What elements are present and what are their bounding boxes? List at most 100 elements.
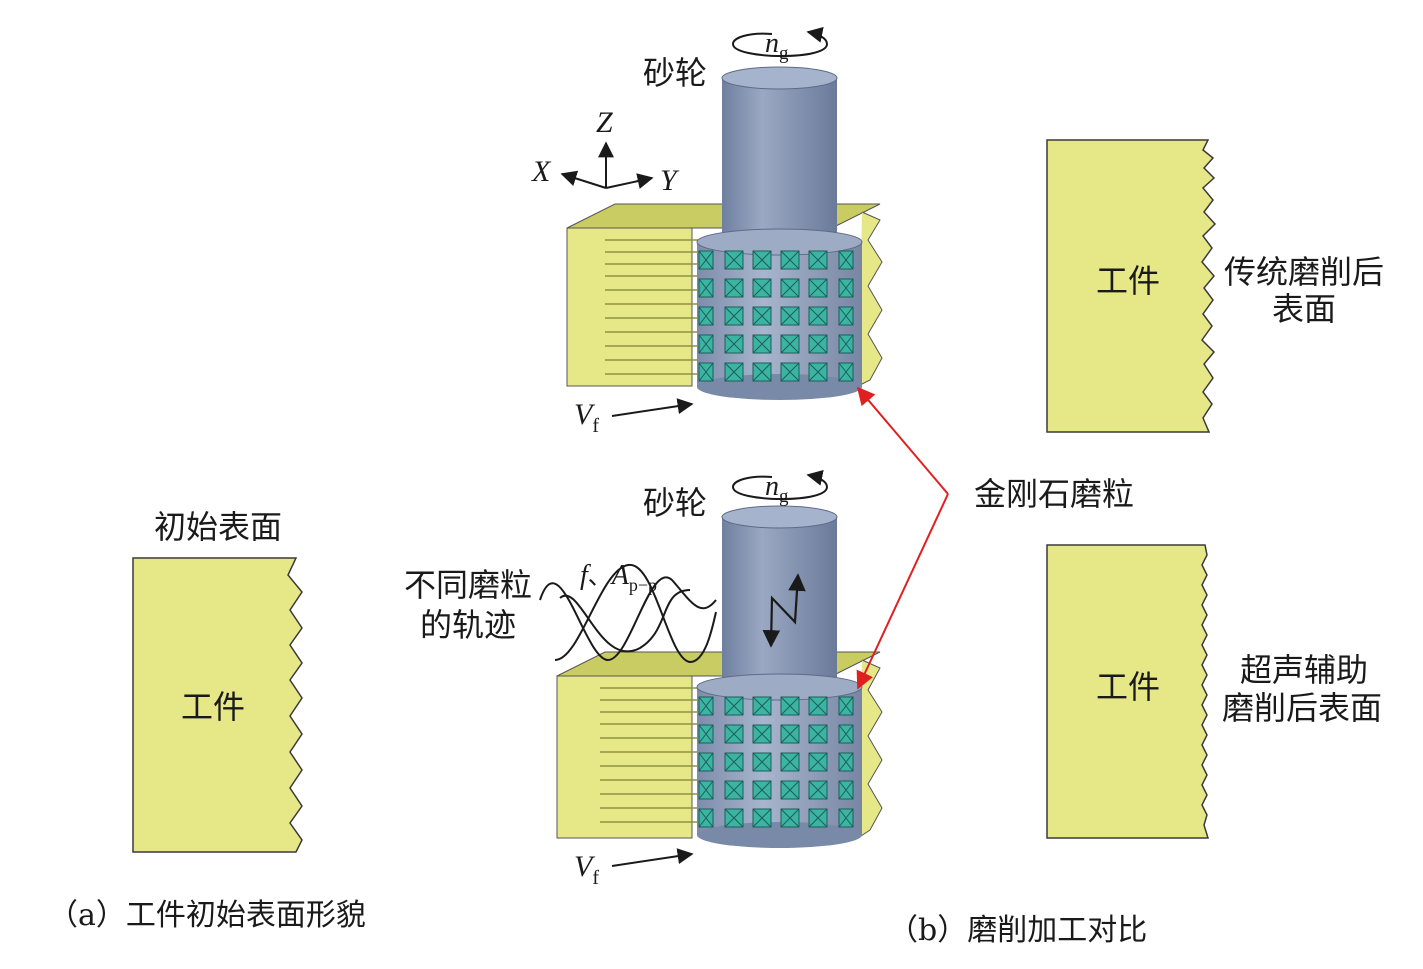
diamond-grain-facet [724,362,744,382]
diamond-grain-facet [838,334,854,354]
diamond-grain-facet [724,752,744,772]
upper-grinding-scene [566,66,883,400]
diamond-grain-facet [838,752,854,772]
lower-wheel-bottom [697,822,862,848]
diamond-grain-label: 金刚石磨粒 [974,475,1134,513]
diamond-grain-facet [698,306,714,326]
diamond-grain-facet [724,306,744,326]
diamond-grain-facet [808,278,828,298]
lower-feed-indicator: Vf [574,848,694,889]
diamond-grain-facet [838,724,854,744]
lower-diamond-grains [698,696,854,828]
lower-wheel-body [697,687,862,835]
trajectory-wave-2 [554,563,717,664]
diamond-grain-facet [724,780,744,800]
initial-workpiece-block [132,557,303,853]
diamond-grain-facet [780,808,800,828]
upper-wheel-bottom [697,374,862,400]
lower-wheel-shaft [722,517,837,689]
upper-wheel-top [696,228,863,256]
diamond-grain-facet [838,780,854,800]
initial-workpiece-label: 工件 [181,688,245,726]
upper-feed-symbol: Vf [574,398,599,437]
diamond-grain-facet [808,696,828,716]
upper-workpiece-grooves [605,239,700,375]
diamond-grain-facet [698,724,714,744]
diamond-grain-facet [724,724,744,744]
lower-wheel-top [696,673,863,701]
diamond-grain-facet [780,362,800,382]
diamond-grain-facet [838,306,854,326]
diamond-grain-facet [752,250,772,270]
upper-wheel-shaft [722,78,837,248]
diamond-grain-facet [808,752,828,772]
diamond-grain-facet [780,278,800,298]
diamond-grain-facet [838,808,854,828]
diamond-grain-facet [698,250,714,270]
traditional-surface-label-line1: 传统磨削后 [1224,253,1384,291]
axis-x-label: X [531,155,552,188]
diamond-grain-facet [698,808,714,828]
grain-trajectories [539,563,717,664]
lower-grinding-wheel-label: 砂轮 [643,484,707,522]
diamond-grain-pointer [856,386,949,690]
ultrasonic-workpiece-label: 工件 [1096,668,1160,706]
initial-workpiece: 工件 [132,557,303,853]
diamond-grain-facet [838,250,854,270]
diamond-grain-facet [752,278,772,298]
diamond-grain-facet [780,752,800,772]
diamond-grain-facet [808,362,828,382]
diamond-grain-facet [724,808,744,828]
lower-speed-symbol: ng [765,471,789,507]
ultrasonic-surface-label-line1: 超声辅助 [1240,651,1368,689]
diamond-grain-facet [752,724,772,744]
diamond-grain-facet [838,696,854,716]
lower-workpiece-right-edge [857,659,883,839]
coordinate-axes: Z Y X [531,106,680,197]
diamond-grain-facet [780,306,800,326]
diamond-grain-facet [698,780,714,800]
lower-feed-symbol: Vf [574,850,599,889]
diamond-grain-facet [780,780,800,800]
diamond-grain-facet [838,278,854,298]
upper-feed-indicator: Vf [574,398,694,437]
initial-surface-label: 初始表面 [154,508,282,546]
lower-workpiece-front [556,675,693,839]
upper-wheel-shaft-top [721,66,838,90]
trajectory-label-line1: 不同磨粒 [404,566,532,604]
traditional-workpiece-block [1046,139,1217,433]
diamond-grain-facet [808,306,828,326]
diamond-grain-facet [752,362,772,382]
lower-workpiece-grooves [600,687,700,823]
trajectory-wave-3 [559,589,691,653]
diamond-grain-facet [752,808,772,828]
upper-grinding-wheel-label: 砂轮 [643,54,707,92]
upper-workpiece-right-edge [857,211,883,387]
ultrasonic-vibration-arrow [762,573,806,648]
diamond-grain-facet [752,696,772,716]
diamond-grain-facet [780,250,800,270]
trajectory-label-line2: 的轨迹 [420,606,516,644]
diamond-grain-facet [808,334,828,354]
diamond-grain-facet [724,250,744,270]
vibration-parameters: f、Ap−p [580,560,657,595]
traditional-workpiece: 工件 [1046,139,1217,433]
diamond-grain-facet [752,752,772,772]
lower-wheel-shaft-top [721,505,838,529]
ultrasonic-surface-label-line2: 磨削后表面 [1222,689,1382,727]
lower-rotation-indicator: ng [731,469,829,507]
axis-z-label: Z [596,106,613,139]
diamond-grain-facet [780,334,800,354]
diamond-grain-facet [838,362,854,382]
diamond-grain-facet [752,780,772,800]
caption-b: （b）磨削加工对比 [888,913,1147,948]
diamond-grain-facet [808,724,828,744]
upper-rotation-indicator: ng [731,26,829,64]
diamond-grain-facet [724,696,744,716]
diamond-grain-facet [724,278,744,298]
caption-a: （a）工件初始表面形貌 [48,898,366,933]
diamond-grain-facet [780,724,800,744]
diamond-grain-facet [808,780,828,800]
traditional-workpiece-label: 工件 [1096,262,1160,300]
diamond-grain-facet [752,306,772,326]
